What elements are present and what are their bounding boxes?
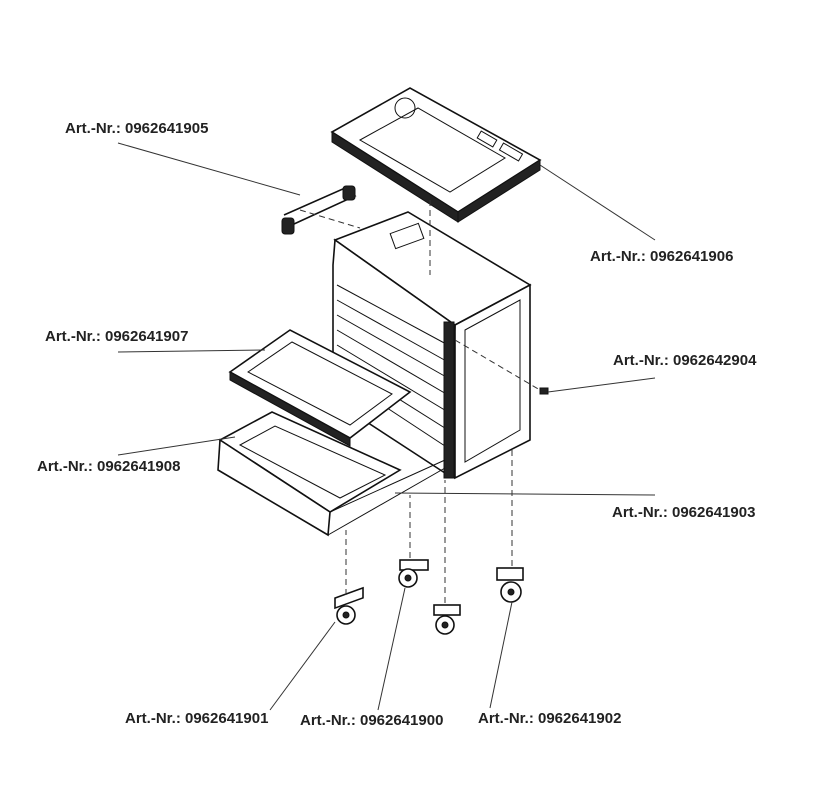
caster-rear-left <box>398 559 429 588</box>
label-caster-front-left: Art.-Nr.: 0962641901 <box>125 710 268 727</box>
leader-lines <box>117 142 656 711</box>
label-drawer: Art.-Nr.: 0962641908 <box>37 458 180 475</box>
drawer-insert <box>228 329 412 447</box>
label-drawer-insert: Art.-Nr.: 0962641907 <box>45 328 188 345</box>
label-screw: Art.-Nr.: 0962642904 <box>613 352 757 369</box>
side-handle <box>281 185 357 235</box>
caster-rear-mid <box>433 604 461 635</box>
label-top-handle: Art.-Nr.: 0962641905 <box>65 120 208 137</box>
top-tray <box>330 87 542 223</box>
assembly-lines <box>299 200 541 603</box>
label-caster-rear-right: Art.-Nr.: 0962641902 <box>478 710 621 727</box>
screw <box>539 387 549 395</box>
label-drawer-rail: Art.-Nr.: 0962641903 <box>612 504 755 521</box>
label-top-tray: Art.-Nr.: 0962641906 <box>590 248 733 265</box>
cabinet <box>332 211 532 480</box>
caster-front-left <box>334 586 364 625</box>
label-caster-rear-left: Art.-Nr.: 0962641900 <box>300 712 443 729</box>
casters <box>334 559 524 635</box>
drawer <box>217 411 446 537</box>
caster-rear-right <box>496 567 524 603</box>
